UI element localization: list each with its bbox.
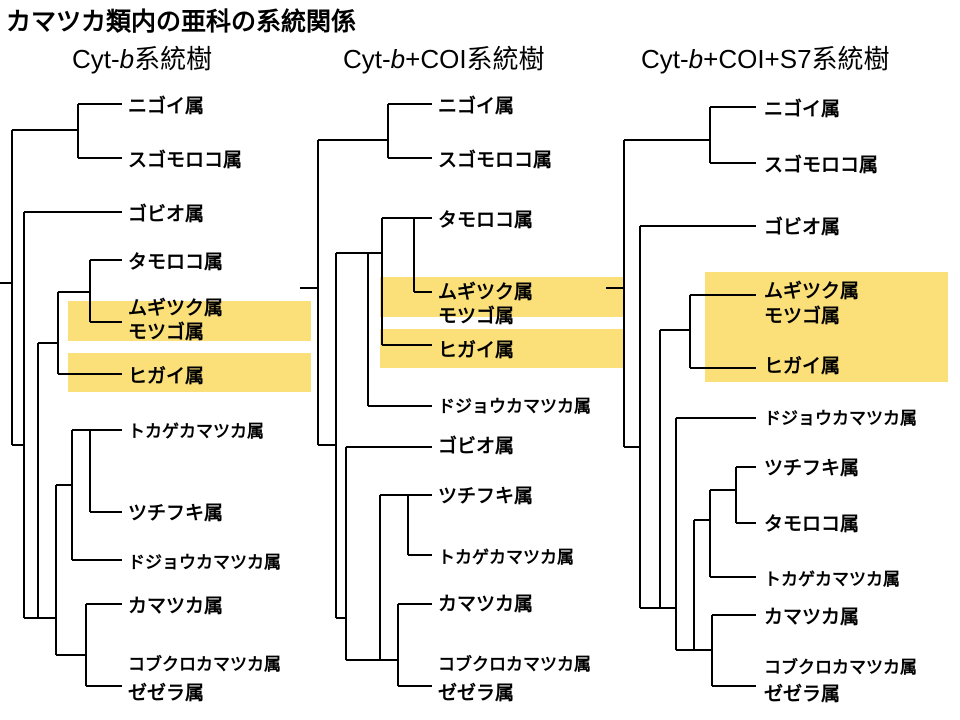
- tree2-taxon-sugomoroko: スゴモロコ属: [438, 148, 552, 171]
- highlight-box-tree3: [705, 272, 948, 382]
- tree3-taxon-tokagekamatsuka: トカゲカマツカ属: [764, 569, 900, 590]
- tree2-labels: ニゴイ属 スゴモロコ属 タモロコ属 ムギツク属 モツゴ属 ヒガイ属 ドジョウカマ…: [438, 94, 591, 704]
- highlight-box-tree2-a: [380, 277, 623, 317]
- tree2-title: Cyt-b+COI系統樹: [343, 44, 545, 74]
- tree2-taxon-motsugo: モツゴ属: [438, 304, 514, 327]
- tree3-taxon-mugitsuku: ムギツク属: [764, 280, 859, 302]
- tree2-taxon-kobukurokamatsuka: コブクロカマツカ属: [438, 654, 591, 675]
- highlight-box-tree1-b: [68, 353, 311, 392]
- tree1-taxon-tsuchifuki: ツチフキ属: [128, 502, 223, 524]
- tree3-labels: ニゴイ属 スゴモロコ属 ゴビオ属 ムギツク属 モツゴ属 ヒガイ属 ドジョウカマツ…: [764, 97, 917, 705]
- tree1-taxon-tamoroko: タモロコ属: [128, 251, 223, 273]
- tree3-taxon-motsugo: モツゴ属: [764, 304, 840, 327]
- tree1-taxon-higai: ヒガイ属: [128, 365, 204, 387]
- tree1-title: Cyt-b系統樹: [72, 44, 212, 74]
- tree2-taxon-tokagekamatsuka: トカゲカマツカ属: [438, 547, 574, 568]
- tree3-taxon-kamatsuka: カマツカ属: [764, 606, 859, 628]
- tree1-taxon-zezera: ゼゼラ属: [128, 681, 204, 704]
- highlight-box-tree2-b: [380, 329, 623, 368]
- tree2-taxon-tamoroko: タモロコ属: [438, 209, 533, 231]
- tree3-taxon-sugomoroko: スゴモロコ属: [764, 153, 878, 176]
- tree3-title: Cyt-b+COI+S7系統樹: [641, 44, 890, 74]
- tree1-labels: ニゴイ属 スゴモロコ属 ゴビオ属 タモロコ属 ムギツク属 モツゴ属 ヒガイ属 ト…: [128, 94, 281, 704]
- tree2-taxon-tsuchifuki: ツチフキ属: [438, 485, 533, 507]
- tree2-branches: [300, 103, 432, 687]
- page-title: カマツカ類内の亜科の系統関係: [6, 7, 356, 36]
- tree1-branches: [0, 103, 122, 687]
- tree3-taxon-kobukurokamatsuka: コブクロカマツカ属: [764, 657, 917, 678]
- tree1-taxon-kobukurokamatsuka: コブクロカマツカ属: [128, 654, 281, 675]
- tree3-taxon-nigoi: ニゴイ属: [764, 97, 840, 120]
- tree1-taxon-mugitsuku: ムギツク属: [128, 297, 223, 319]
- tree2-taxon-mugitsuku: ムギツク属: [438, 281, 533, 303]
- tree3-taxon-higai: ヒガイ属: [764, 355, 840, 377]
- tree2-taxon-dojoukamatsuka: ドジョウカマツカ属: [438, 397, 591, 417]
- tree3-taxon-tamoroko: タモロコ属: [764, 513, 859, 535]
- tree2-taxon-gobio: ゴビオ属: [438, 434, 514, 457]
- tree1-taxon-kamatsuka: カマツカ属: [128, 595, 223, 617]
- tree1-taxon-motsugo: モツゴ属: [128, 320, 204, 343]
- tree3-taxon-zezera: ゼゼラ属: [764, 682, 840, 705]
- tree1-taxon-dojoukamatsuka: ドジョウカマツカ属: [128, 553, 281, 573]
- tree3-taxon-tsuchifuki: ツチフキ属: [764, 457, 859, 479]
- tree1-taxon-sugomoroko: スゴモロコ属: [128, 148, 242, 171]
- tree2-taxon-kamatsuka: カマツカ属: [438, 593, 533, 615]
- tree2-taxon-zezera: ゼゼラ属: [438, 681, 514, 704]
- tree1-taxon-nigoi: ニゴイ属: [128, 94, 204, 117]
- tree3-branches: [606, 106, 756, 687]
- tree1-taxon-gobio: ゴビオ属: [128, 202, 204, 225]
- tree3-taxon-dojoukamatsuka: ドジョウカマツカ属: [764, 409, 917, 429]
- tree1-taxon-tokagekamatsuka: トカゲカマツカ属: [128, 421, 264, 442]
- tree2-taxon-higai: ヒガイ属: [438, 339, 514, 361]
- tree2-taxon-nigoi: ニゴイ属: [438, 94, 514, 117]
- tree3-taxon-gobio: ゴビオ属: [764, 215, 840, 238]
